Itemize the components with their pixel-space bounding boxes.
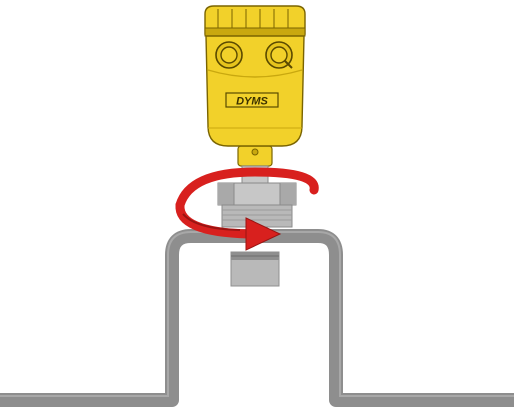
transmitter-housing: DYMS bbox=[204, 5, 306, 147]
svg-text:DYMS: DYMS bbox=[236, 96, 268, 108]
probe-lower-thread bbox=[230, 251, 280, 287]
arrow-head bbox=[245, 217, 282, 251]
brand-logo: DYMS bbox=[225, 92, 279, 108]
arrow-back-arc bbox=[175, 167, 319, 210]
housing-neck bbox=[237, 145, 273, 184]
arrow-front-arc bbox=[175, 200, 253, 239]
housing-cap bbox=[204, 5, 306, 35]
neck-screw bbox=[251, 148, 259, 156]
cable-gland-left bbox=[215, 41, 243, 69]
hex-nut bbox=[217, 182, 297, 206]
process-thread bbox=[221, 204, 293, 228]
rotate-clockwise-arrow-icon bbox=[175, 167, 319, 251]
arrow-shadow bbox=[182, 213, 241, 231]
cable-gland-right bbox=[265, 41, 293, 69]
